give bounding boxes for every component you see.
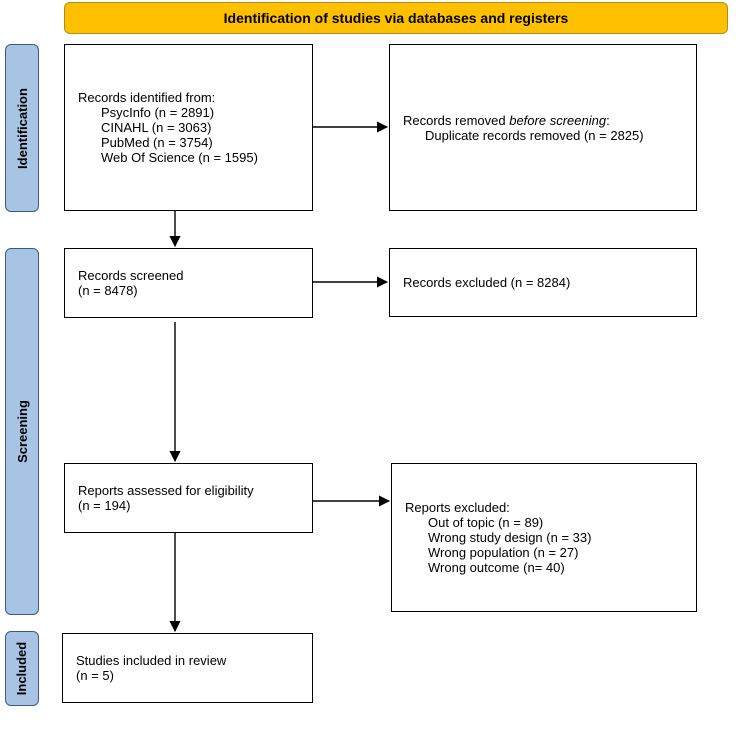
studies-included-box: Studies included in review (n = 5) (62, 633, 313, 703)
records-screened-box: Records screened (n = 8478) (64, 248, 313, 318)
records-screened-count: (n = 8478) (78, 283, 138, 298)
source-cinahl: CINAHL (n = 3063) (101, 120, 212, 135)
records-identified-heading: Records identified from: (78, 90, 216, 105)
phase-identification: Identification (5, 44, 39, 212)
reason-wrong-study-design: Wrong study design (n = 33) (428, 530, 592, 545)
studies-included-label: Studies included in review (76, 653, 227, 668)
source-web-of-science: Web Of Science (n = 1595) (101, 150, 258, 165)
duplicate-records-removed: Duplicate records removed (n = 2825) (425, 127, 644, 143)
records-removed-suffix: : (606, 112, 610, 128)
reports-assessed-box: Reports assessed for eligibility (n = 19… (64, 463, 313, 533)
source-psycinfo: PsycInfo (n = 2891) (101, 105, 215, 120)
reports-excluded-box: Reports excluded: Out of topic (n = 89) … (391, 463, 697, 612)
reason-out-of-topic: Out of topic (n = 89) (428, 515, 544, 530)
phase-screening: Screening (5, 248, 39, 615)
reports-assessed-count: (n = 194) (78, 498, 131, 513)
reason-wrong-population: Wrong population (n = 27) (428, 545, 579, 560)
records-removed-heading: Records removed before screening: (403, 113, 696, 128)
reason-wrong-outcome: Wrong outcome (n= 40) (428, 560, 565, 575)
phase-included: Included (5, 631, 39, 706)
diagram-header: Identification of studies via databases … (64, 2, 728, 34)
records-identified-box: Records identified from: PsycInfo (n = 2… (64, 44, 313, 211)
studies-included-count: (n = 5) (76, 668, 114, 683)
records-excluded-box: Records excluded (n = 8284) (389, 248, 697, 317)
records-removed-prefix: Records removed (403, 112, 510, 128)
source-pubmed: PubMed (n = 3754) (101, 135, 213, 150)
reports-excluded-heading: Reports excluded: (405, 500, 510, 515)
records-removed-emphasis: before screening (509, 112, 607, 128)
reports-assessed-label: Reports assessed for eligibility (78, 483, 254, 498)
records-removed-box: Records removed before screening: Duplic… (389, 44, 697, 211)
records-screened-label: Records screened (78, 268, 184, 283)
header-title: Identification of studies via databases … (223, 10, 569, 26)
records-excluded-label: Records excluded (n = 8284) (403, 275, 571, 290)
